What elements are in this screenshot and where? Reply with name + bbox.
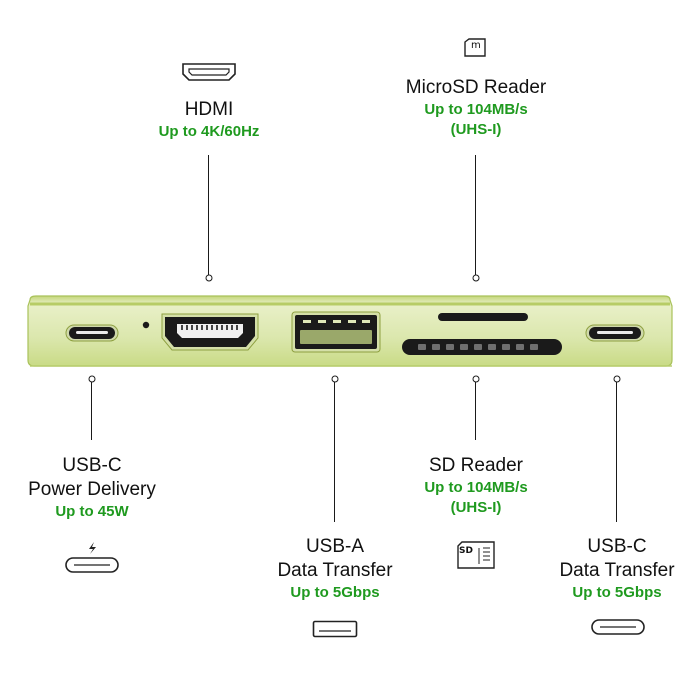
usbc-data-name1: USB-C — [587, 536, 647, 557]
usbc-icon — [590, 618, 646, 641]
usba-leader — [334, 382, 336, 522]
hdmi-spec: Up to 4K/60Hz — [158, 123, 260, 140]
usbc-pd-port — [65, 324, 119, 342]
usbc-pd-name1: USB-C — [62, 455, 122, 476]
usbc-data-leader — [616, 382, 618, 522]
microsd-spec2: (UHS-I) — [450, 121, 502, 138]
sd-slot — [402, 339, 562, 355]
sd-spec1: Up to 104MB/s — [424, 479, 528, 496]
usba-port — [291, 311, 381, 353]
usbc-pd-spec: Up to 45W — [55, 503, 129, 520]
sd-label: SD Reader Up to 104MB/s (UHS-I) — [424, 454, 527, 518]
microsd-icon — [463, 38, 487, 63]
usbc-data-spec: Up to 5Gbps — [572, 584, 662, 601]
hdmi-dot — [205, 274, 213, 282]
usbc-power-icon — [64, 540, 120, 581]
usbc-pd-name2: Power Delivery — [28, 479, 156, 500]
usbc-data-name2: Data Transfer — [559, 560, 675, 581]
usba-spec: Up to 5Gbps — [290, 584, 380, 601]
hdmi-leader — [208, 155, 210, 275]
usba-label: USB-A Data Transfer Up to 5Gbps — [277, 535, 392, 603]
usbc-pd-leader — [91, 382, 93, 440]
microsd-icon-text: m — [471, 40, 481, 51]
sd-spec2: (UHS-I) — [450, 499, 502, 516]
hdmi-name: HDMI — [184, 99, 234, 120]
hdmi-port — [161, 313, 259, 351]
hub-device — [27, 295, 673, 367]
usbc-pd-label: USB-C Power Delivery Up to 45W — [28, 454, 156, 522]
usba-icon — [312, 620, 358, 643]
microsd-leader — [475, 155, 477, 275]
microsd-dot — [472, 274, 480, 282]
hdmi-label: HDMI Up to 4K/60Hz — [159, 98, 260, 142]
microsd-spec1: Up to 104MB/s — [424, 101, 528, 118]
hdmi-icon — [181, 62, 237, 87]
usba-name1: USB-A — [305, 536, 365, 557]
sd-icon-text: SD — [459, 546, 473, 556]
microsd-name: MicroSD Reader — [405, 77, 547, 98]
microsd-slot — [438, 313, 528, 321]
sd-card-icon — [455, 540, 497, 575]
sd-name: SD Reader — [428, 455, 523, 476]
microsd-label: MicroSD Reader Up to 104MB/s (UHS-I) — [406, 76, 546, 140]
usba-name2: Data Transfer — [277, 560, 393, 581]
sd-leader — [475, 382, 477, 440]
usbc-data-port — [585, 324, 645, 342]
usbc-data-label: USB-C Data Transfer Up to 5Gbps — [559, 535, 674, 603]
